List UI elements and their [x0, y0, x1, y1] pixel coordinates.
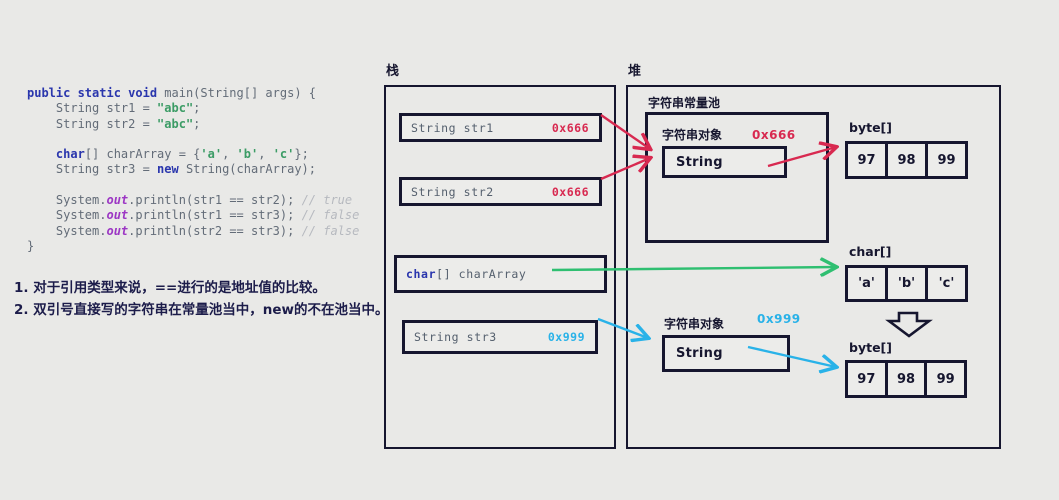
byte-array2-cell: 99: [924, 363, 964, 395]
byte-array1-cell: 97: [857, 152, 876, 168]
stack-frame-str3: String str3 0x999: [402, 320, 598, 354]
string-object2-class: String: [676, 346, 723, 361]
string-pool-label: 字符串常量池: [648, 96, 721, 110]
char-array-cell: 'b': [885, 268, 925, 299]
char-array-cell: 'a': [858, 276, 875, 291]
string-object2-label: 字符串对象: [664, 317, 725, 331]
str2-declaration: String str2: [411, 184, 494, 199]
byte-array1-label: byte[]: [849, 120, 892, 135]
str2-address: 0x666: [551, 184, 589, 199]
code-block: public static void main(String[] args) {…: [27, 86, 360, 253]
char-array-cell: 'c': [925, 268, 965, 299]
byte-array1-cell: 98: [885, 144, 925, 176]
string-object1-class: String: [676, 154, 723, 170]
char-array-label: char[]: [849, 244, 892, 259]
stack-label: 栈: [386, 64, 400, 79]
str3-address: 0x999: [547, 330, 585, 344]
str3-declaration: String str3: [414, 330, 497, 344]
byte-array2-label: byte[]: [849, 340, 892, 355]
byte-array1-cell: 99: [925, 144, 965, 176]
byte-array1: 97 98 99: [845, 141, 968, 179]
note-2: 2. 双引号直接写的字符串在常量池当中，new的不在池当中。: [14, 302, 389, 318]
stack-frame-chararray: char[] charArray: [394, 255, 607, 293]
stack-frame-str2: String str2 0x666: [399, 177, 602, 206]
string-object2-box: String: [662, 335, 790, 372]
str1-declaration: String str1: [411, 120, 494, 135]
heap-label: 堆: [628, 64, 642, 79]
byte-array2-cell: 98: [884, 363, 925, 395]
byte-array2: 97 98 99: [845, 360, 967, 398]
note-1: 1. 对于引用类型来说，==进行的是地址值的比较。: [14, 280, 326, 296]
byte-array2-cell: 97: [857, 371, 876, 387]
chararray-declaration: char[] charArray: [406, 267, 527, 281]
str1-address: 0x666: [551, 120, 589, 135]
string-object1-box: String: [662, 146, 787, 178]
string-object2-address: 0x999: [757, 312, 801, 326]
stack-frame-str1: String str1 0x666: [399, 113, 602, 142]
string-object1-label: 字符串对象: [662, 128, 723, 142]
char-array: 'a' 'b' 'c': [845, 265, 968, 302]
string-object1-address: 0x666: [752, 128, 796, 142]
